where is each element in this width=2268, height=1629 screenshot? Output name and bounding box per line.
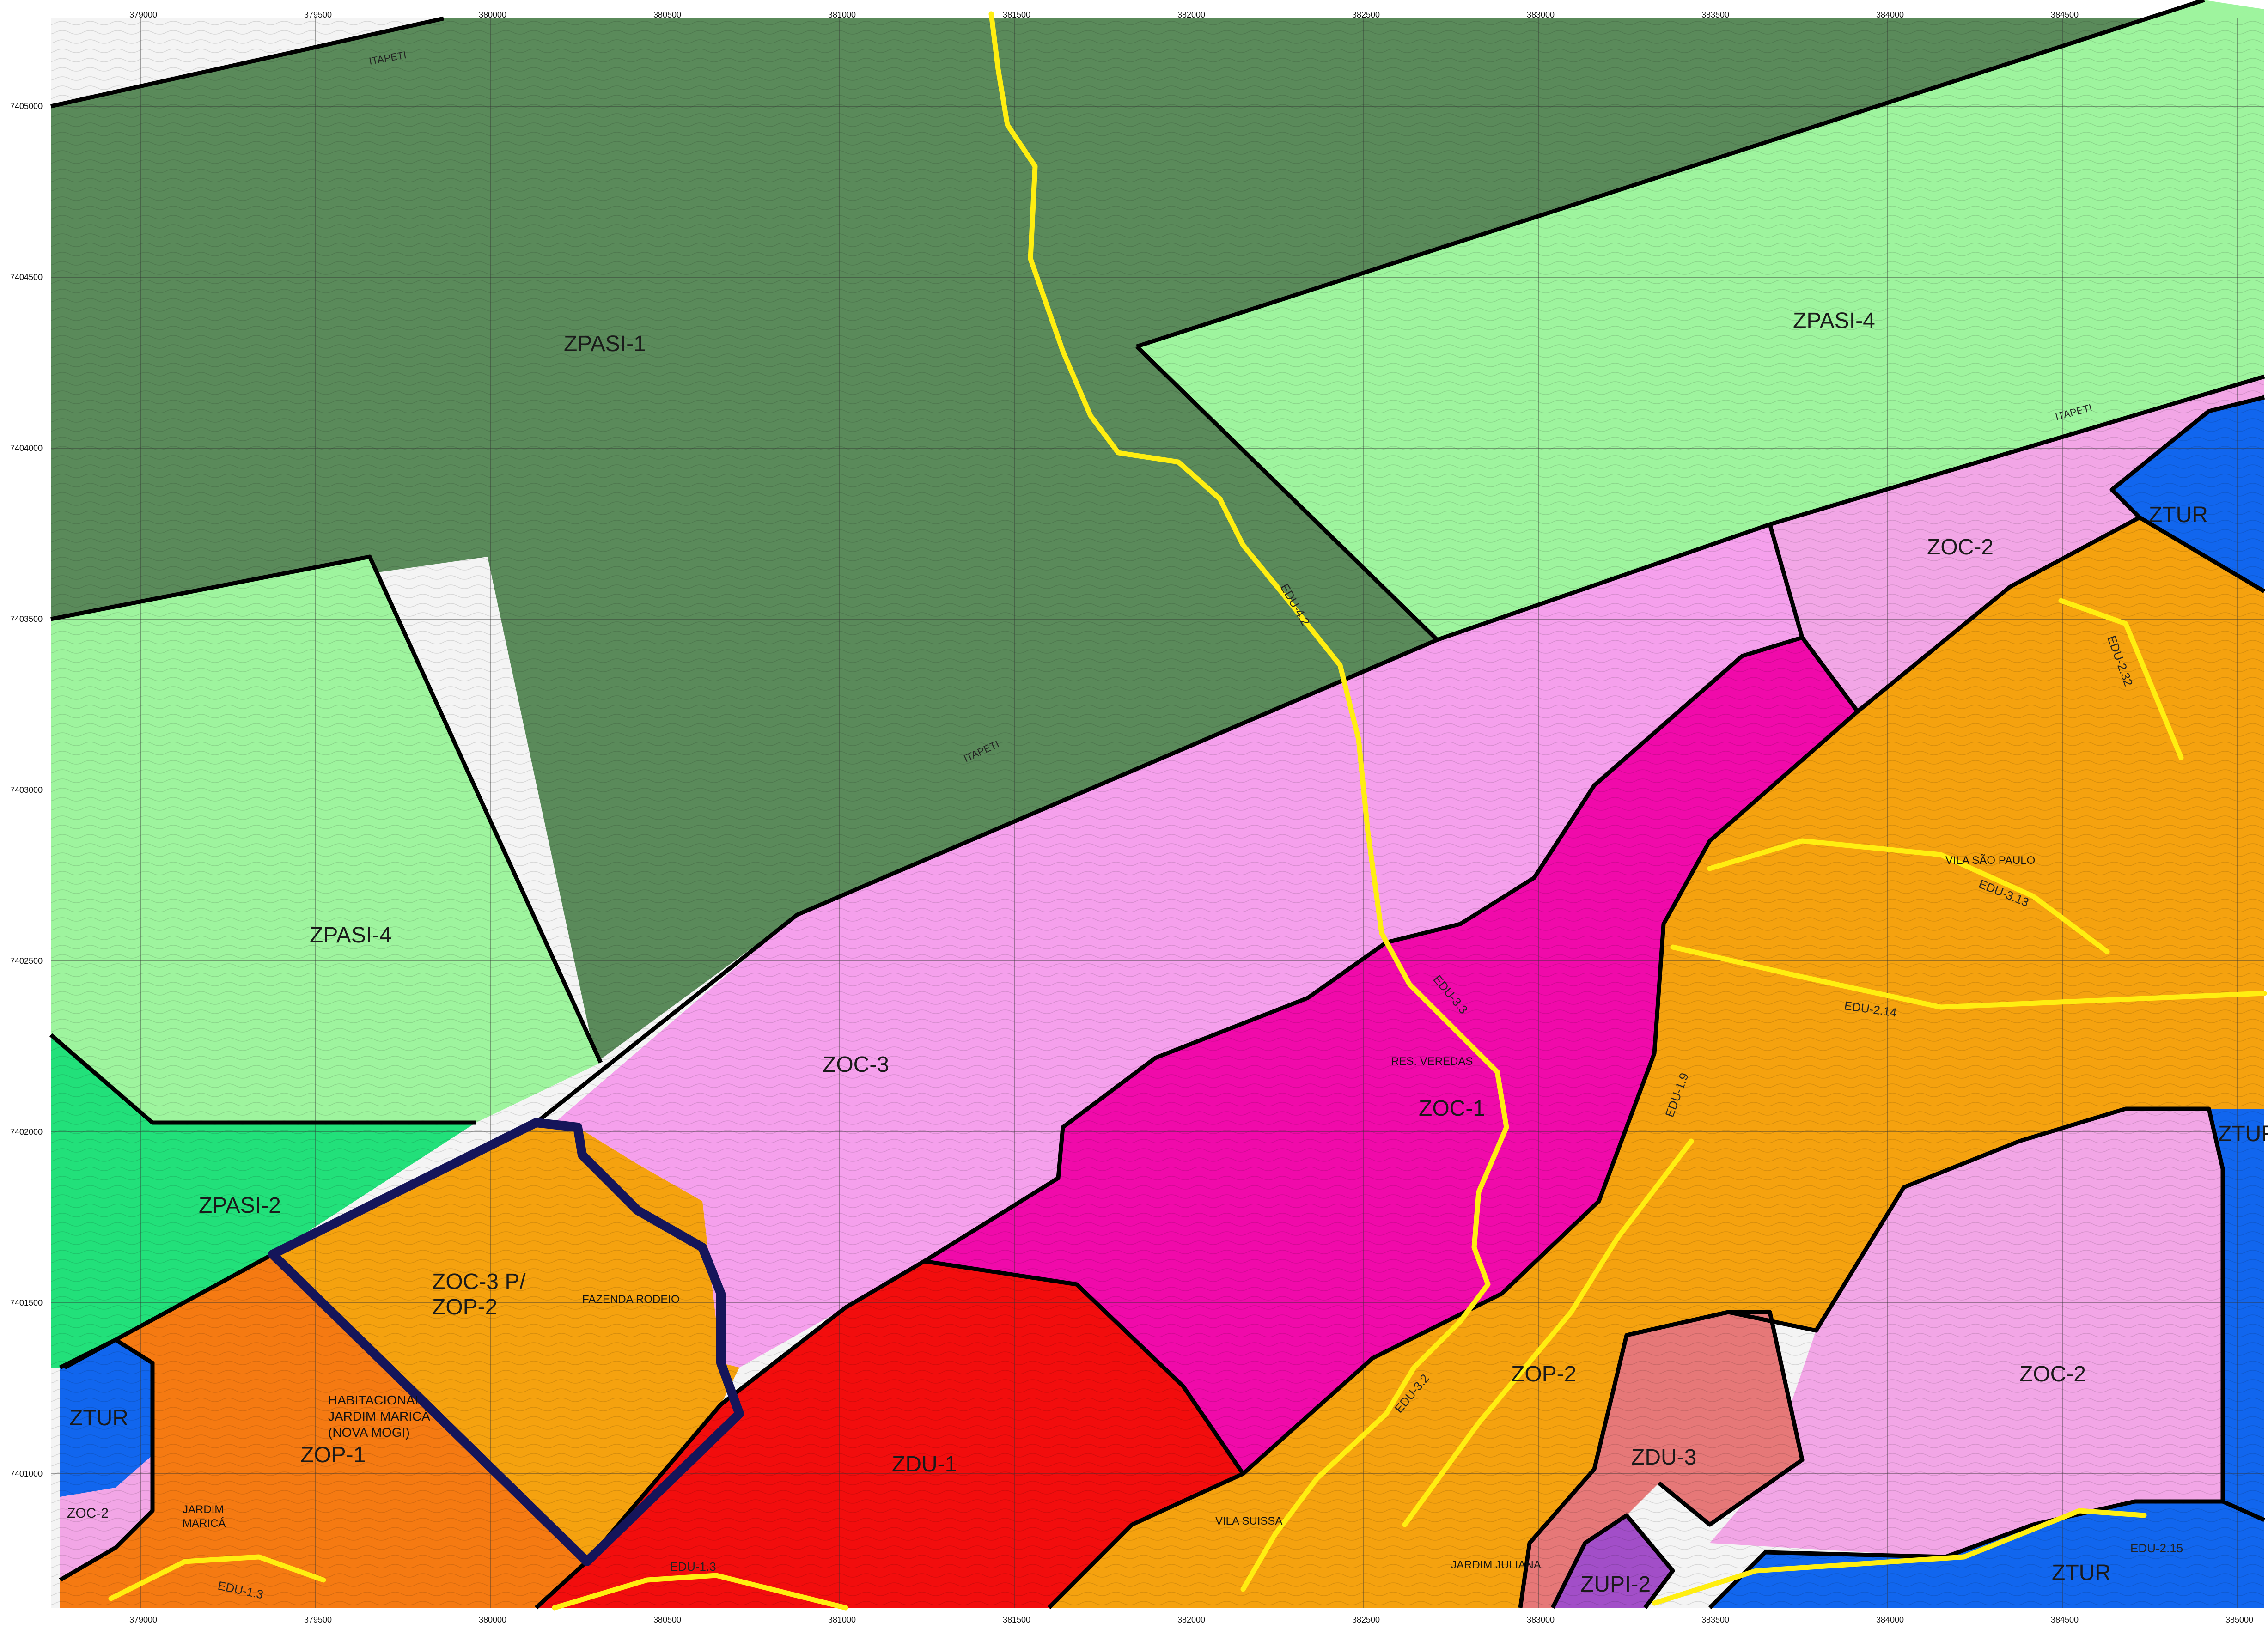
x-tick-bottom: 384500: [2051, 1615, 2079, 1624]
y-tick: 7404000: [10, 444, 43, 453]
x-tick-bottom: 384000: [1876, 1615, 1904, 1624]
y-tick: 7401500: [10, 1298, 43, 1307]
zone-label-zoc3p-line2: ZOP-2: [432, 1295, 497, 1319]
place-vila-suissa: VILA SUISSA: [1215, 1515, 1282, 1527]
place-jardim-marica-2b: MARICÁ: [183, 1517, 226, 1530]
y-tick: 7405000: [10, 102, 43, 111]
zone-label-zoc3: ZOC-3: [823, 1052, 889, 1077]
zone-label-zpasi1: ZPASI-1: [564, 332, 646, 356]
roads: [108, 11, 2267, 1611]
place-vila-sao-paulo: VILA SÃO PAULO: [1945, 854, 2035, 867]
zone-label-zoc2-se: ZOC-2: [2019, 1362, 2086, 1386]
y-tick: 7401000: [10, 1469, 43, 1478]
place-fazenda-rodeio: FAZENDA RODEIO: [582, 1293, 680, 1306]
x-tick-bottom: 379500: [304, 1615, 332, 1624]
zone-label-zoc2-ne: ZOC-2: [1927, 535, 1994, 559]
contour-texture: [51, 18, 2264, 1608]
zone-label-zop2: ZOP-2: [1511, 1362, 1576, 1386]
x-tick-bottom: 385000: [2225, 1615, 2253, 1624]
place-nova-mogi: (NOVA MOGI): [328, 1425, 410, 1440]
y-tick: 7402500: [10, 956, 43, 966]
place-res-veredas: RES. VEREDAS: [1391, 1055, 1473, 1068]
coordinate-grid: [51, 18, 2264, 1608]
x-tick-top: 383500: [1701, 10, 1729, 19]
x-tick-top: 384000: [1876, 10, 1904, 19]
place-jardim-juliana: JARDIM JULIANA: [1451, 1559, 1541, 1571]
x-axis-ticks-bottom: 379000 379500 380000 380500 381000 38150…: [129, 1615, 2253, 1624]
zone-label-ztur-ne: ZTUR: [2149, 503, 2208, 527]
y-tick: 7402000: [10, 1127, 43, 1137]
x-tick-bottom: 383000: [1527, 1615, 1555, 1624]
road-label-edu-1-3a: EDU-1.3: [670, 1560, 716, 1574]
zone-label-zpasi4-ne: ZPASI-4: [1793, 309, 1875, 333]
zone-label-zoc2-sw: ZOC-2: [67, 1506, 109, 1521]
x-tick-bottom: 381500: [1003, 1615, 1030, 1624]
place-jardim-marica-2a: JARDIM: [183, 1503, 224, 1516]
x-tick-bottom: 381000: [828, 1615, 856, 1624]
y-tick: 7403500: [10, 614, 43, 624]
x-tick-top: 381500: [1003, 10, 1030, 19]
y-tick: 7403000: [10, 785, 43, 795]
x-tick-bottom: 380000: [479, 1615, 506, 1624]
y-tick: 7404500: [10, 273, 43, 282]
zone-label-zpasi4-w: ZPASI-4: [310, 923, 392, 948]
x-tick-bottom: 382000: [1177, 1615, 1205, 1624]
road-label-edu-2-15: EDU-2.15: [2130, 1541, 2183, 1555]
x-tick-bottom: 382500: [1352, 1615, 1380, 1624]
x-tick-top: 381000: [828, 10, 856, 19]
x-tick-top: 383000: [1527, 10, 1555, 19]
x-tick-top: 379500: [304, 10, 332, 19]
zone-label-zdu1: ZDU-1: [892, 1452, 957, 1477]
x-axis-ticks-top: 379000 379500 380000 380500 381000 38150…: [129, 10, 2079, 19]
place-habitacional: HABITACIONAL: [328, 1393, 422, 1407]
zone-label-ztur-e: ZTUR: [2218, 1122, 2268, 1146]
x-tick-bottom: 383500: [1701, 1615, 1729, 1624]
zone-label-zupi2: ZUPI-2: [1580, 1572, 1651, 1597]
x-tick-top: 382000: [1177, 10, 1205, 19]
y-axis-ticks: 7405000 7404500 7404000 7403500 7403000 …: [10, 102, 43, 1478]
x-tick-top: 380500: [653, 10, 681, 19]
x-tick-top: 379000: [129, 10, 157, 19]
x-tick-top: 382500: [1352, 10, 1380, 19]
place-jardim-marica: JARDIM MARICÁ: [328, 1409, 430, 1423]
zone-label-ztur-w: ZTUR: [69, 1406, 128, 1430]
x-tick-bottom: 379000: [129, 1615, 157, 1624]
zone-label-zdu3: ZDU-3: [1631, 1445, 1696, 1470]
zone-label-zoc1: ZOC-1: [1419, 1096, 1485, 1121]
x-tick-bottom: 380500: [653, 1615, 681, 1624]
zone-label-ztur-se: ZTUR: [2052, 1561, 2111, 1585]
x-tick-top: 380000: [479, 10, 506, 19]
zone-label-zpasi2: ZPASI-2: [199, 1193, 281, 1218]
zone-label-zoc3p-line1: ZOC-3 P/: [432, 1270, 526, 1294]
zone-label-zop1: ZOP-1: [300, 1443, 366, 1467]
x-tick-top: 384500: [2051, 10, 2079, 19]
highlight-boundary: [268, 1118, 744, 1566]
